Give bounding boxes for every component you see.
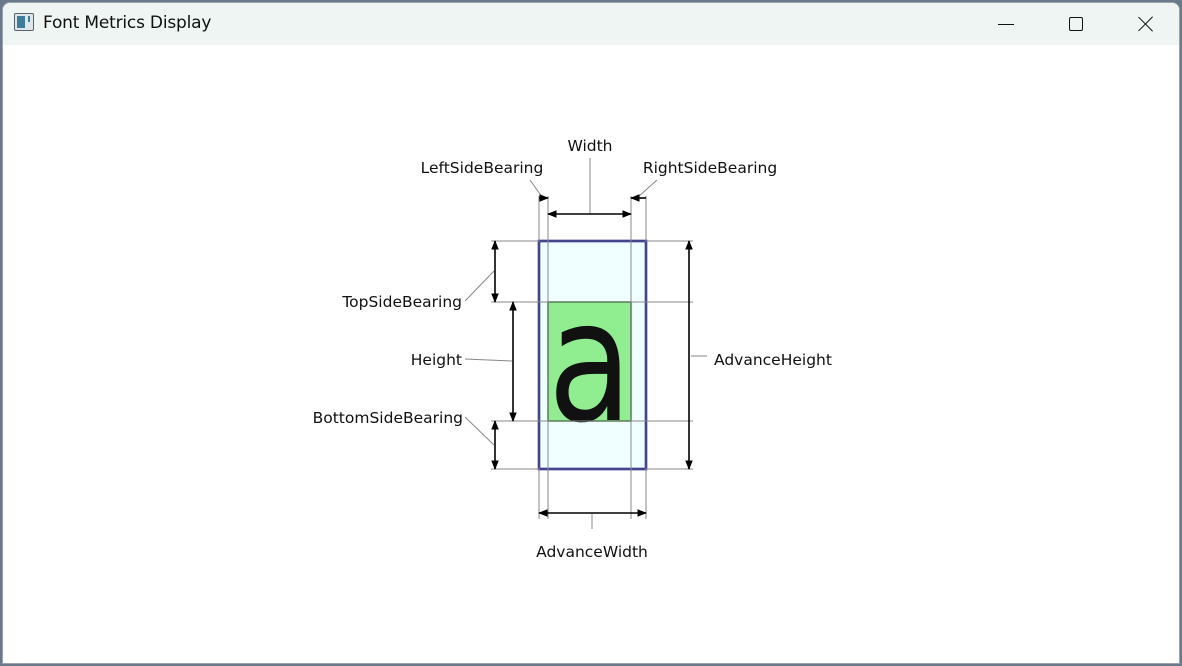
- label-left-side-bearing: LeftSideBearing: [421, 159, 544, 177]
- maximize-icon: [1069, 17, 1083, 31]
- title-bar[interactable]: Font Metrics Display: [3, 3, 1179, 45]
- maximize-button[interactable]: [1041, 3, 1111, 45]
- app-icon: [14, 13, 34, 31]
- minimize-button[interactable]: [971, 3, 1041, 45]
- label-bottom-side-bearing: BottomSideBearing: [313, 409, 463, 427]
- label-advance-width: AdvanceWidth: [536, 543, 648, 561]
- guide-lines: [464, 158, 707, 529]
- label-top-side-bearing: TopSideBearing: [341, 293, 462, 311]
- label-width: Width: [567, 137, 612, 155]
- label-right-side-bearing: RightSideBearing: [643, 159, 777, 177]
- dimension-arrows: [491, 194, 693, 517]
- label-advance-height: AdvanceHeight: [714, 351, 832, 369]
- label-height: Height: [411, 351, 462, 369]
- minimize-icon: [998, 23, 1014, 25]
- glyph-character: a: [548, 264, 632, 460]
- window-title: Font Metrics Display: [43, 13, 212, 33]
